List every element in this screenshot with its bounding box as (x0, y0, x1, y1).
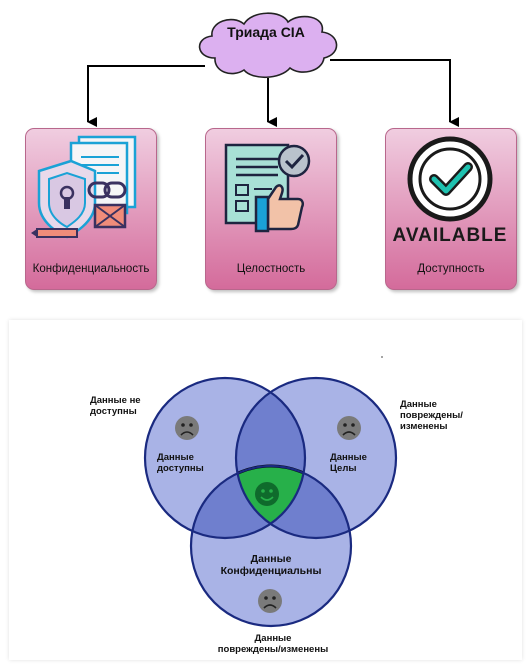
label-circle-bottom: Данные Конфиденциальны (220, 553, 322, 577)
integrity-icon (224, 143, 311, 233)
label-outer-left: Данные не доступны (90, 395, 141, 417)
label-circle-left: Данные доступны (157, 452, 204, 474)
venn-overlap-right-bottom (236, 466, 351, 538)
connector-left (87, 65, 205, 127)
venn-overlap-left-bottom (191, 466, 305, 538)
card-label-integrity: Целостность (236, 263, 306, 275)
availability-icon: AVAILABLE (393, 136, 508, 246)
happy-face-icon (255, 482, 279, 506)
sad-face-icon-left (175, 416, 199, 440)
card-confidentiality: Конфиденциальность (25, 128, 157, 290)
label-outer-right: Данные повреждены/ изменены (400, 399, 463, 432)
sad-face-icon-right (337, 416, 361, 440)
triad-connectors (87, 12, 459, 127)
card-integrity: Целостность (205, 128, 337, 290)
confidentiality-icon (31, 135, 137, 239)
connector-right (330, 59, 459, 127)
card-label-confidentiality: Конфиденциальность (32, 263, 150, 275)
available-text: AVAILABLE (393, 225, 508, 246)
label-outer-bottom: Данные повреждены/изменены (217, 633, 329, 655)
card-label-availability: Доступность (417, 263, 485, 275)
card-availability: AVAILABLE Доступность (385, 128, 517, 290)
triad-title: Триада CIA (227, 24, 305, 40)
label-circle-right: Данные Целы (330, 452, 367, 474)
cloud-shape (198, 12, 338, 79)
sad-face-icon-bottom (258, 589, 282, 613)
